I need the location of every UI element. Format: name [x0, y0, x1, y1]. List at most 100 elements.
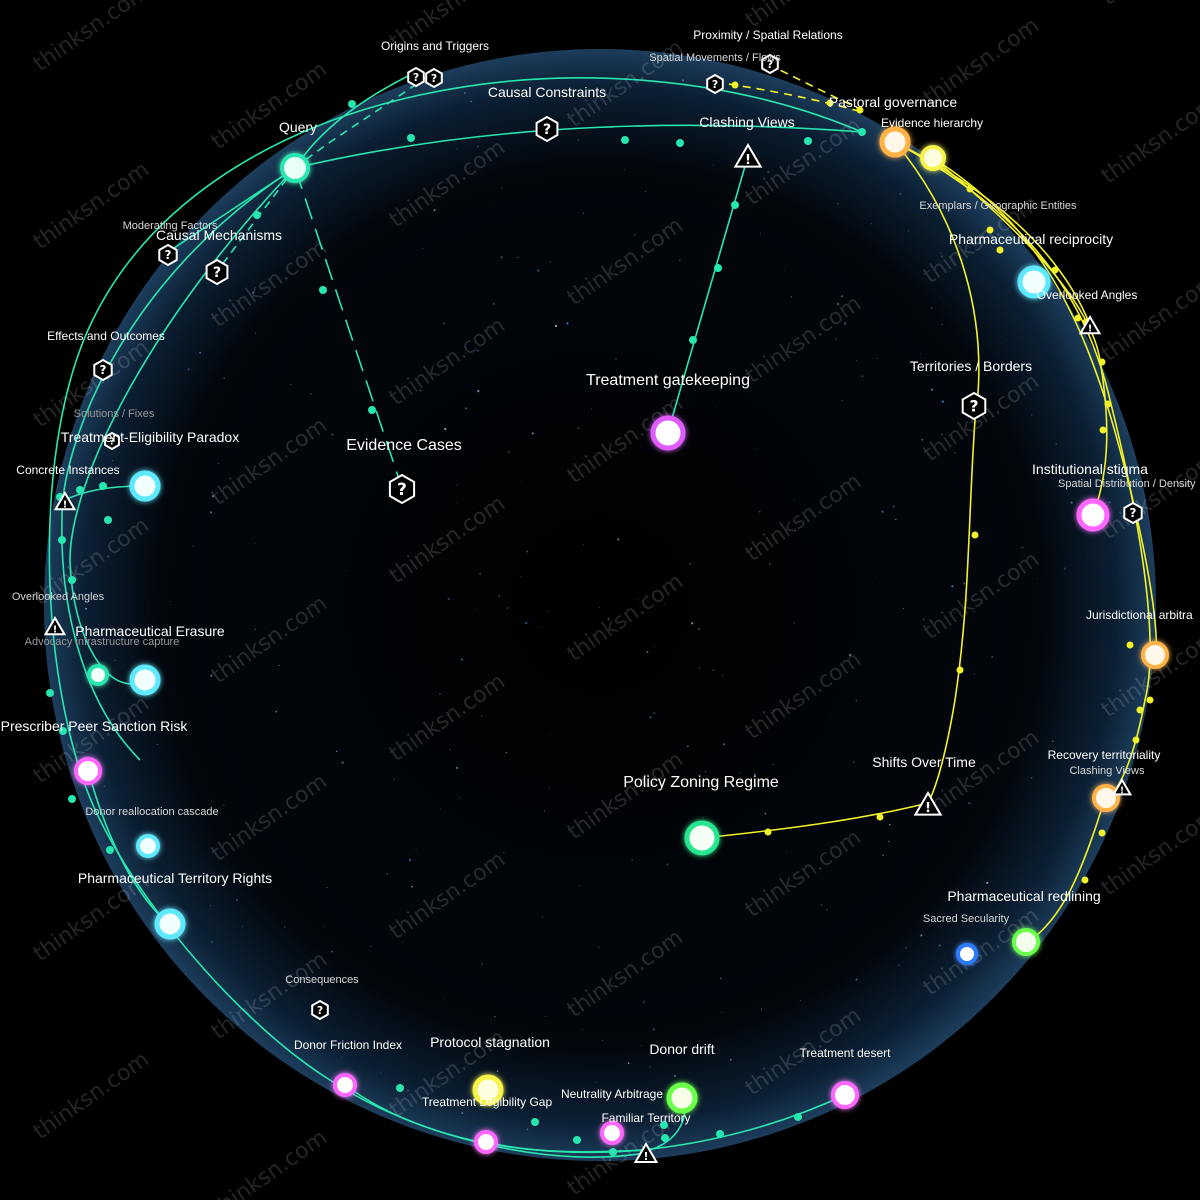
node-pharmaceutical-territory-rights[interactable] — [154, 908, 186, 940]
edge-joint — [68, 576, 76, 584]
proximity-spatial-relations-icon[interactable]: ? — [761, 53, 779, 75]
edge-joint — [731, 201, 739, 209]
label-effects-and-outcomes: Effects and Outcomes — [47, 329, 165, 343]
clashing-views-right-icon[interactable]: ! — [1111, 778, 1133, 796]
label-institutional-stigma: Institutional stigma — [1032, 461, 1148, 477]
node-treatment-eligibility-paradox[interactable] — [129, 470, 161, 502]
node-pharmaceutical-redlining[interactable] — [1012, 928, 1040, 956]
node-protocol-stagnation[interactable] — [472, 1074, 504, 1106]
edge-shifts-policy — [701, 802, 929, 839]
star — [731, 160, 733, 162]
label-overlooked-angles-right: Overlooked Angles — [1037, 288, 1138, 302]
solutions-fixes-icon[interactable]: ? — [104, 431, 120, 451]
star — [525, 621, 528, 625]
edge-joint — [1081, 876, 1089, 884]
edge-joint — [856, 106, 864, 114]
star — [930, 307, 933, 310]
node-treatment-legibility-gap[interactable] — [474, 1130, 498, 1154]
star — [346, 570, 348, 572]
origins-and-triggers-icon-2[interactable]: ? — [425, 67, 443, 89]
shifts-over-time-icon[interactable]: ! — [913, 791, 943, 816]
star — [223, 377, 225, 379]
star — [187, 368, 190, 371]
origins-and-triggers-icon[interactable]: ? — [407, 66, 425, 88]
star — [465, 407, 468, 410]
star — [212, 495, 215, 498]
edge-joint — [716, 1130, 724, 1138]
svg-text:!: ! — [643, 1150, 648, 1163]
star — [242, 925, 244, 927]
node-query[interactable] — [280, 153, 310, 183]
edge-joint — [46, 689, 54, 697]
overlooked-angles-right-icon[interactable]: ! — [1078, 315, 1102, 334]
star — [900, 781, 902, 783]
label-moderating-factors: Moderating Factors — [123, 220, 218, 232]
star — [572, 565, 574, 567]
star — [370, 945, 372, 948]
edge-joint — [573, 1136, 581, 1144]
node-pharmaceutical-erasure[interactable] — [129, 664, 161, 696]
label-pharmaceutical-territory-rights: Pharmaceutical Territory Rights — [78, 870, 272, 886]
star — [758, 510, 761, 513]
overlooked-angles-left-icon[interactable]: ! — [43, 616, 67, 635]
star — [899, 192, 902, 195]
territories-borders-icon[interactable]: ? — [961, 391, 987, 421]
spatial-movements-flows-icon[interactable]: ? — [706, 73, 724, 95]
node-recovery-territoriality[interactable] — [1092, 784, 1120, 812]
star — [715, 405, 717, 407]
star — [368, 137, 370, 139]
star — [460, 658, 464, 661]
causal-constraints-icon[interactable]: ? — [535, 115, 559, 143]
spatial-distribution-density-icon[interactable]: ? — [1123, 501, 1143, 525]
star — [498, 595, 500, 597]
consequences-icon[interactable]: ? — [311, 999, 329, 1021]
node-pharmaceutical-reciprocity[interactable] — [1017, 265, 1051, 299]
star — [618, 1088, 619, 1090]
star — [275, 710, 278, 713]
star — [1052, 740, 1054, 742]
star — [649, 1066, 651, 1068]
node-neutrality-arbitrage[interactable] — [600, 1121, 624, 1145]
star — [663, 604, 665, 605]
node-policy-zoning-regime[interactable] — [684, 820, 720, 856]
star — [326, 887, 328, 889]
node-prescriber-peer-sanction-risk[interactable] — [74, 757, 102, 785]
edge-right-ring — [894, 141, 1151, 943]
node-institutional-stigma[interactable] — [1076, 498, 1110, 532]
node-advocacy-infrastructure-capture[interactable] — [87, 664, 109, 686]
star — [986, 881, 989, 885]
familiar-territory-icon[interactable]: ! — [633, 1142, 659, 1163]
star — [503, 852, 505, 854]
moderating-factors-icon[interactable]: ? — [158, 243, 178, 267]
node-donor-drift[interactable] — [666, 1082, 698, 1114]
label-treatment-desert: Treatment desert — [800, 1046, 892, 1060]
edge-joint — [1126, 641, 1134, 649]
causal-mechanisms-icon[interactable]: ? — [205, 258, 229, 286]
concrete-instances-icon[interactable]: ! — [53, 491, 77, 510]
star — [855, 978, 858, 981]
node-pastoral-governance[interactable] — [879, 126, 911, 158]
svg-text:?: ? — [543, 122, 551, 138]
label-consequences: Consequences — [285, 974, 359, 986]
star — [888, 840, 890, 842]
node-treatment-gatekeeping[interactable] — [650, 415, 686, 451]
label-pharmaceutical-reciprocity: Pharmaceutical reciprocity — [949, 231, 1113, 247]
star — [170, 601, 171, 602]
evidence-cases-icon[interactable]: ? — [388, 473, 416, 505]
label-pastoral-governance: Pastoral governance — [829, 94, 958, 110]
node-treatment-desert[interactable] — [831, 1081, 859, 1109]
star — [772, 764, 774, 766]
node-evidence-hierarchy[interactable] — [920, 145, 946, 171]
star — [444, 427, 447, 431]
star — [820, 904, 823, 906]
node-sacred-secularity[interactable] — [956, 943, 978, 965]
star — [835, 338, 837, 341]
node-donor-reallocation-cascade[interactable] — [136, 834, 160, 858]
node-jurisdictional-arbitrage[interactable] — [1141, 641, 1169, 669]
node-donor-friction-index[interactable] — [333, 1073, 357, 1097]
svg-text:?: ? — [100, 363, 107, 377]
clashing-views-top-icon[interactable]: ! — [733, 143, 763, 168]
star — [764, 812, 767, 815]
effects-and-outcomes-icon[interactable]: ? — [93, 358, 113, 382]
